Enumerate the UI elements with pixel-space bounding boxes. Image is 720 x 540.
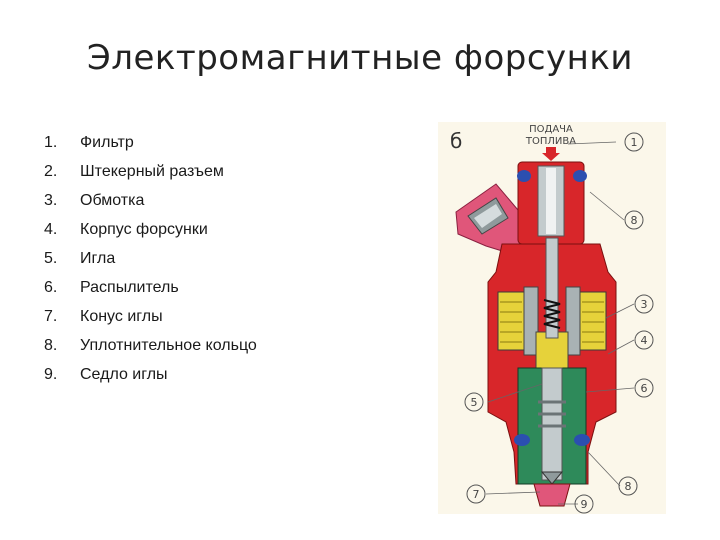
parts-list: 1.Фильтр 2.Штекерный разъем 3.Обмотка 4.… xyxy=(44,128,257,389)
svg-text:8: 8 xyxy=(631,214,638,227)
svg-text:4: 4 xyxy=(641,334,648,347)
list-item: 7.Конус иглы xyxy=(44,302,257,331)
seal-ring-top-right xyxy=(573,170,587,182)
supply-label-line1: ПОДАЧА xyxy=(529,124,573,135)
page-title: Электромагнитные форсунки xyxy=(0,38,720,78)
seal-ring-top-left xyxy=(517,170,531,182)
svg-text:5: 5 xyxy=(471,396,478,409)
coil-left xyxy=(498,292,524,350)
list-item: 8.Уплотнительное кольцо xyxy=(44,331,257,360)
seal-ring-bottom-right xyxy=(574,434,590,446)
svg-text:7: 7 xyxy=(473,488,480,501)
spray-tip xyxy=(534,484,570,506)
list-item: 1.Фильтр xyxy=(44,128,257,157)
list-item: 4.Корпус форсунки xyxy=(44,215,257,244)
needle-lower xyxy=(542,368,562,480)
svg-text:8: 8 xyxy=(625,480,632,493)
list-item: 9.Седло иглы xyxy=(44,360,257,389)
filter-core xyxy=(546,168,556,234)
list-item: 2.Штекерный разъем xyxy=(44,157,257,186)
injector-diagram: б ПОДАЧА ТОПЛИВА 1 8 3 xyxy=(438,122,666,514)
list-item: 5.Игла xyxy=(44,244,257,273)
panel-letter: б xyxy=(450,129,462,153)
coil-right xyxy=(580,292,606,350)
svg-text:9: 9 xyxy=(581,498,588,511)
seal-ring-bottom-left xyxy=(514,434,530,446)
supply-label-line2: ТОПЛИВА xyxy=(525,136,576,147)
svg-text:1: 1 xyxy=(631,136,638,149)
list-item: 3.Обмотка xyxy=(44,186,257,215)
list-item: 6.Распылитель xyxy=(44,273,257,302)
svg-text:6: 6 xyxy=(641,382,648,395)
svg-text:3: 3 xyxy=(641,298,648,311)
